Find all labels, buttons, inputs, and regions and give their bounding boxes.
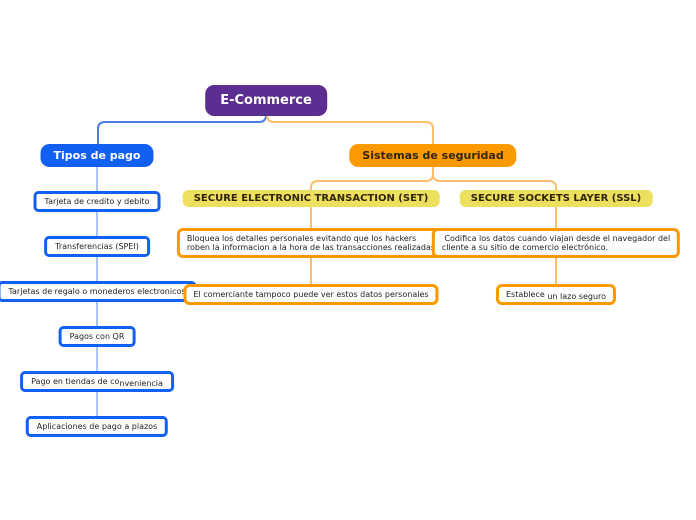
root-node-ecommerce[interactable]: E-Commerce [205,85,327,116]
node-set-description[interactable]: Bloquea los detalles personales evitando… [176,228,446,258]
branch-sistemas-seguridad[interactable]: Sistemas de seguridad [349,144,517,167]
node-aplicaciones-pago-plazos[interactable]: Aplicaciones de pago a plazos [25,416,169,437]
node-ssl-title[interactable]: SECURE SOCKETS LAYER (SSL) [459,190,653,207]
node-pago-tiendas-conveniencia[interactable]: Pago en tiendas de conveniencia [20,371,174,392]
node-tarjetas-regalo-monederos[interactable]: Tarjetas de regalo o monederos electroni… [0,281,197,302]
connector-sistemas-to-ssl [432,173,557,286]
node-label-part-shifted: nveniencia [119,379,163,388]
ssl-note-part-shifted: un lazo seguro [547,292,607,301]
node-ssl-note[interactable]: Establece un lazo seguro [495,284,617,305]
connector-sistemas-to-set [310,167,434,286]
node-set-title[interactable]: SECURE ELECTRONIC TRANSACTION (SET) [182,190,440,207]
set-description-line1: Bloquea los detalles personales evitando… [186,234,417,243]
branch-tipos-de-pago[interactable]: Tipos de pago [40,144,154,167]
node-set-note[interactable]: El comerciante tampoco puede ver estos d… [183,284,439,305]
node-pagos-con-qr[interactable]: Pagos con QR [58,326,136,347]
set-description-line2: roben la informacion a la hora de las tr… [186,243,436,252]
node-transferencias-spei[interactable]: Transferencias (SPEI) [44,236,150,257]
node-tarjeta-credito-debito[interactable]: Tarjeta de credito y debito [33,191,161,212]
ssl-note-part: Establece [505,290,548,299]
node-label-part: Pago en tiendas de co [31,377,120,386]
ssl-description-line2: cliente a su sitio de comercio electróni… [441,243,608,252]
connector-root-to-sistemas [266,112,434,146]
connector-root-to-tipos [97,112,267,146]
ssl-description-line1: Codifica los datos cuando viajan desde e… [441,234,671,243]
node-ssl-description[interactable]: Codifica los datos cuando viajan desde e… [431,228,681,258]
